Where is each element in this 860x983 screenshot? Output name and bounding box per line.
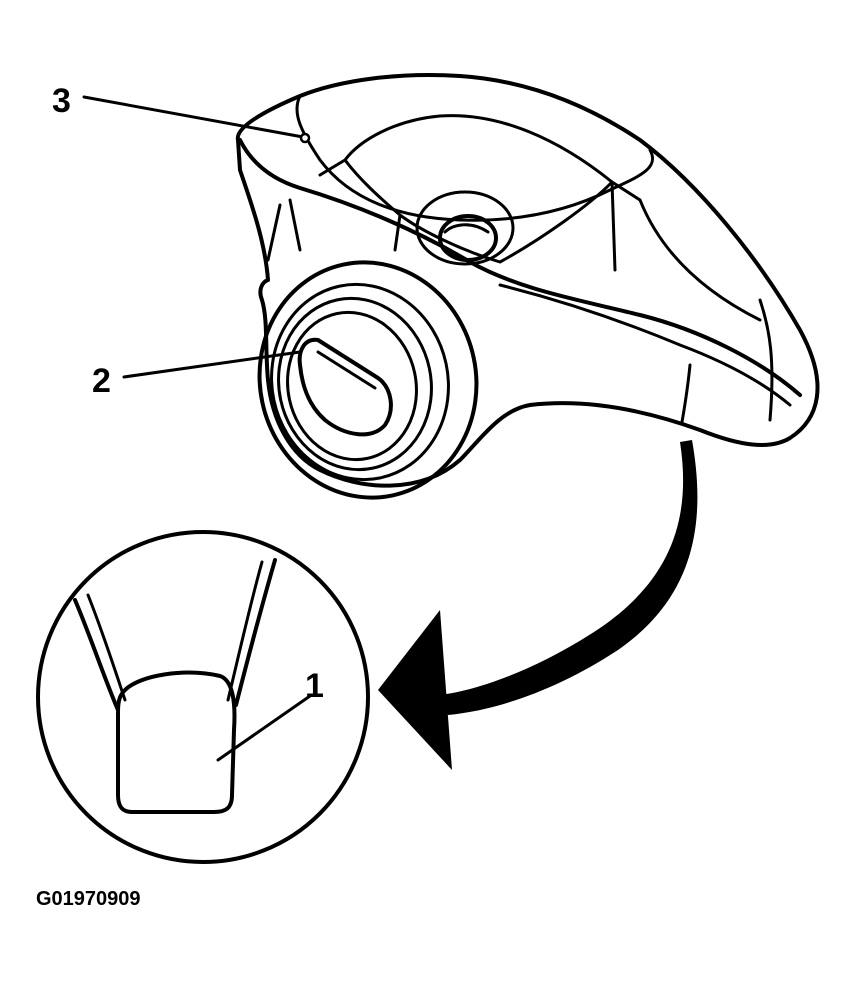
detail-circle [36,530,370,864]
leader-2 [122,350,302,379]
arm-tip-edge [680,298,774,424]
trunnion-outer [257,260,479,500]
pocket-rim [295,94,654,222]
callout-1-label: 1 [305,667,324,705]
rocker-arm-outline [235,72,820,488]
tip-contact-face [116,670,237,814]
pocket-inner [343,114,614,264]
arrow-head [378,610,452,770]
detail-arrow [378,440,698,770]
leader-1 [216,694,312,762]
arm-ridge-lower [498,283,792,407]
pocket-wall [318,158,642,272]
callout-2-label: 2 [92,362,111,400]
tip-flank-right-inner [226,560,264,702]
trunnion-ring-2 [277,296,433,472]
bearing-slot [297,337,393,437]
side-web [266,198,762,322]
leaders [82,95,312,762]
trunnion-ring-1 [270,282,450,482]
tip-flank-left [73,598,120,712]
pivot-boss [415,190,515,266]
arm-ridge [238,138,802,397]
trunnion-ring-3 [286,310,418,462]
leader-3-dot [299,132,311,144]
callout-3-label: 3 [52,82,71,120]
arrow-shaft [440,440,698,715]
rocker-arm [235,72,820,500]
leader-3 [82,95,305,139]
tip-flank-right [234,558,277,707]
pivot-hole [438,214,498,262]
figure-id: G01970909 [36,888,141,910]
bearing-slot-inner [316,350,377,390]
pivot-hole-shadow [443,223,490,234]
detail-view [36,530,370,864]
tip-flank-left-inner [86,593,127,702]
